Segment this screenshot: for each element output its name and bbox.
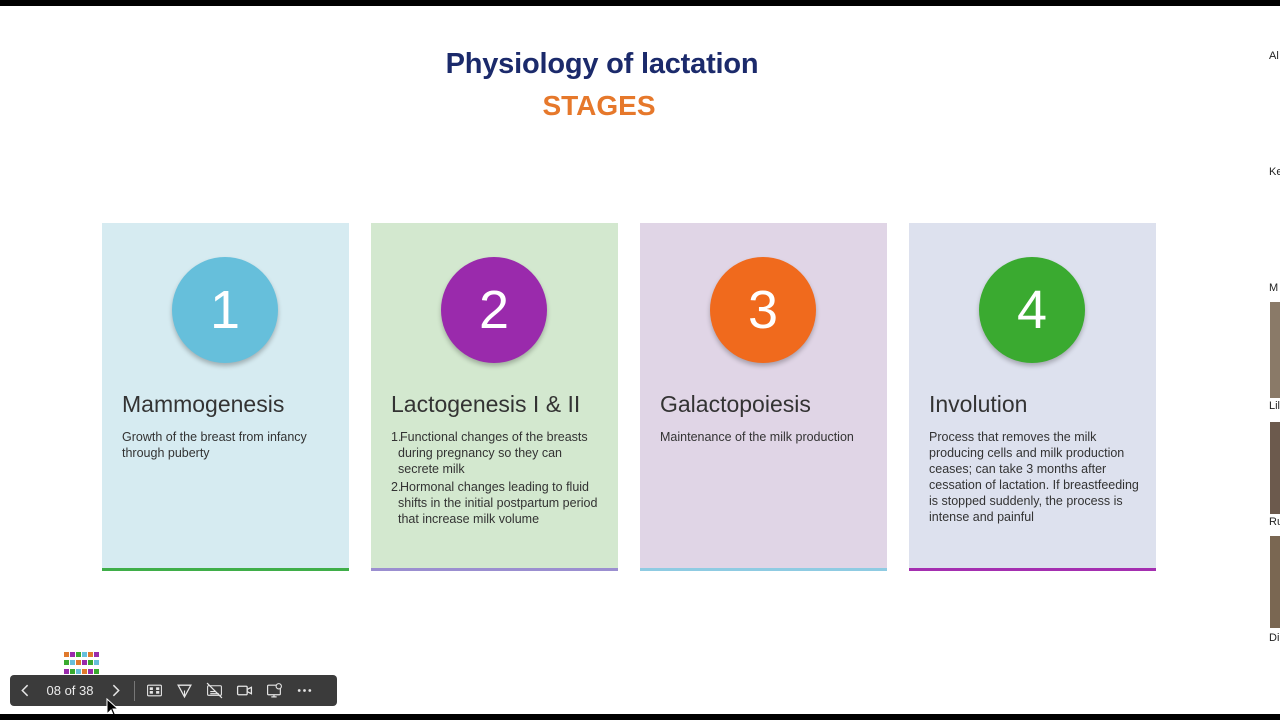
grid-view-icon — [146, 684, 162, 697]
card-underline — [909, 568, 1156, 571]
subtitles-button[interactable] — [199, 675, 229, 706]
stage-description: 1.Functional changes of the breasts duri… — [391, 429, 603, 527]
pen-tool-button[interactable] — [169, 675, 199, 706]
pen-icon — [176, 684, 192, 699]
slide-title: Physiology of lactation — [445, 48, 759, 80]
participant-name[interactable]: Al — [1269, 50, 1279, 62]
participants-panel: Al Ke M Lil Ru Di — [1258, 6, 1280, 720]
presentation-slide: Physiology of lactation STAGES 1 Mammoge… — [0, 6, 1258, 714]
more-options-button[interactable] — [289, 675, 319, 706]
stage-name: Galactopoiesis — [660, 391, 811, 417]
logo-dots-icon — [64, 652, 100, 676]
chevron-left-icon — [20, 684, 28, 697]
participant-name[interactable]: Ru — [1269, 516, 1280, 528]
participant-name[interactable]: Di — [1269, 632, 1280, 644]
bottom-bar — [0, 714, 1280, 720]
slide-subtitle: STAGES — [542, 90, 656, 121]
stage-card-galactopoiesis: 3 Galactopoiesis Maintenance of the milk… — [640, 223, 887, 571]
subtitles-off-icon — [206, 682, 222, 699]
card-underline — [371, 568, 618, 571]
page-counter: 08 of 38 — [46, 683, 94, 698]
video-icon — [236, 685, 252, 696]
participant-video-thumbnail[interactable] — [1270, 422, 1280, 514]
participant-name[interactable]: M — [1269, 282, 1279, 294]
chevron-right-icon — [112, 684, 120, 697]
stage-name: Involution — [929, 391, 1028, 417]
stage-number-circle: 3 — [710, 257, 816, 363]
participant-name[interactable]: Lil — [1269, 400, 1280, 412]
stage-description: Maintenance of the milk production — [660, 430, 854, 444]
participant-video-thumbnail[interactable] — [1270, 302, 1280, 398]
stage-number-circle: 4 — [979, 257, 1085, 363]
presenter-icon — [266, 683, 282, 698]
stage-card-involution: 4 Involution Process that removes the mi… — [909, 223, 1156, 571]
stage-number-circle: 2 — [441, 257, 547, 363]
stage-description: Process that removes the milk producing … — [929, 430, 1139, 524]
stage-number-circle: 1 — [172, 257, 278, 363]
previous-slide-button[interactable] — [10, 675, 40, 706]
camera-button[interactable] — [229, 675, 259, 706]
card-underline — [640, 568, 887, 571]
toolbar-separator — [134, 680, 135, 701]
stage-name: Lactogenesis I & II — [391, 391, 581, 417]
card-underline — [102, 568, 349, 571]
top-bar — [0, 0, 1280, 6]
more-icon — [297, 689, 311, 692]
presenter-toolbar: 08 of 38 — [10, 675, 337, 706]
stage-description: Growth of the breast from infancy throug… — [122, 430, 307, 460]
grid-view-button[interactable] — [139, 675, 169, 706]
next-slide-button[interactable] — [100, 675, 130, 706]
presenter-view-button[interactable] — [259, 675, 289, 706]
participant-video-thumbnail[interactable] — [1270, 536, 1280, 628]
stage-card-mammogenesis: 1 Mammogenesis Growth of the breast from… — [102, 223, 349, 571]
participant-name[interactable]: Ke — [1269, 166, 1280, 178]
stage-name: Mammogenesis — [122, 391, 285, 417]
stage-card-lactogenesis: 2 Lactogenesis I & II 1.Functional chang… — [371, 223, 618, 571]
list-item: 1.Functional changes of the breasts duri… — [391, 430, 588, 476]
list-item: 2.Hormonal changes leading to fluid shif… — [391, 480, 598, 526]
